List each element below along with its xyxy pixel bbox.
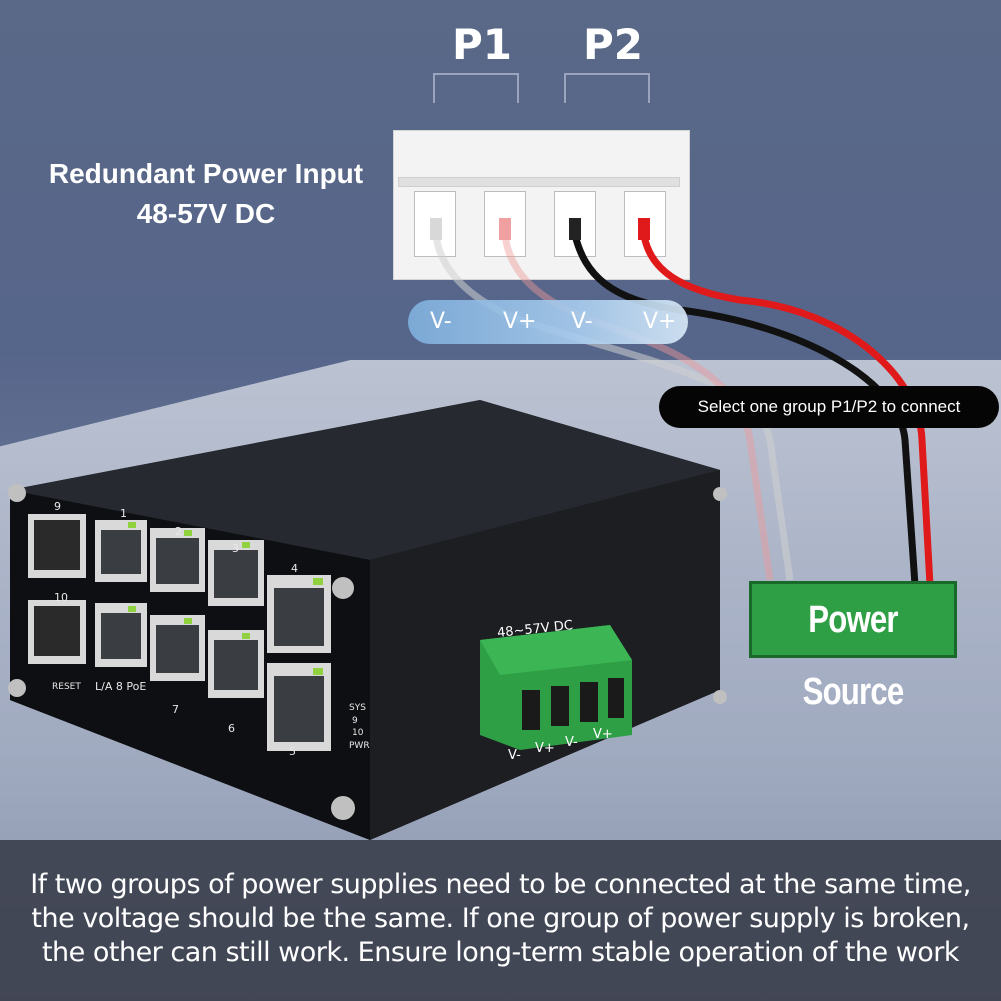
terminal-block-diagram bbox=[393, 130, 690, 280]
p1-bracket bbox=[433, 73, 519, 103]
title-line2: 48-57V DC bbox=[136, 198, 276, 229]
port-label-5: 5 bbox=[289, 745, 296, 758]
connector-pin-3: V- bbox=[565, 735, 578, 750]
terminal-rail bbox=[398, 177, 680, 187]
status-label-pwr: PWR bbox=[349, 741, 370, 751]
voltage-label-bar bbox=[408, 300, 688, 344]
connector-pin-1: V- bbox=[508, 748, 521, 763]
switch-top bbox=[10, 400, 720, 560]
status-label-sys: SYS bbox=[349, 703, 366, 713]
terminal-label-4: V+ bbox=[643, 309, 677, 334]
terminal-slot bbox=[484, 191, 526, 257]
power-source-box: Power Source bbox=[749, 581, 957, 713]
power-source-label: Power Source bbox=[802, 599, 905, 713]
port-label-4: 4 bbox=[291, 562, 298, 575]
terminal-label-3: V- bbox=[571, 309, 593, 334]
port-label-6: 6 bbox=[228, 722, 235, 735]
terminal-label-2: V+ bbox=[503, 309, 537, 334]
terminal-label-1: V- bbox=[430, 309, 452, 334]
connector-pin-4: V+ bbox=[593, 727, 613, 742]
caption-bar: If two groups of power supplies need to … bbox=[0, 840, 1001, 1001]
reset-label: RESET bbox=[52, 682, 81, 692]
callout-pill: Select one group P1/P2 to connect bbox=[659, 386, 999, 428]
caption-line3: the other can still work. Ensure long-te… bbox=[41, 937, 960, 968]
port-label-9: 9 bbox=[54, 500, 61, 513]
caption-text: If two groups of power supplies need to … bbox=[0, 868, 1001, 970]
caption-line1: If two groups of power supplies need to … bbox=[30, 869, 971, 900]
caption-line2: the voltage should be the same. If one g… bbox=[31, 903, 970, 934]
port-label-10: 10 bbox=[54, 591, 68, 604]
p2-bracket bbox=[564, 73, 650, 103]
wire-tip bbox=[499, 218, 511, 240]
port-label-3: 3 bbox=[232, 542, 239, 555]
status-label-10: 10 bbox=[352, 728, 364, 738]
status-label-9: 9 bbox=[352, 716, 358, 726]
wire-tip bbox=[569, 218, 581, 240]
port-label-2: 2 bbox=[175, 525, 182, 538]
title-line1: Redundant Power Input bbox=[48, 158, 364, 189]
wire-tip bbox=[430, 218, 442, 240]
wire-tip bbox=[638, 218, 650, 240]
connector-pin-2: V+ bbox=[535, 741, 555, 756]
title-block: Redundant Power Input 48-57V DC bbox=[36, 154, 376, 234]
p1-label: P1 bbox=[452, 20, 513, 69]
port-label-1: 1 bbox=[120, 507, 127, 520]
p2-label: P2 bbox=[583, 20, 644, 69]
poe-label: L/A 8 PoE bbox=[95, 680, 147, 693]
port-label-7: 7 bbox=[172, 703, 179, 716]
